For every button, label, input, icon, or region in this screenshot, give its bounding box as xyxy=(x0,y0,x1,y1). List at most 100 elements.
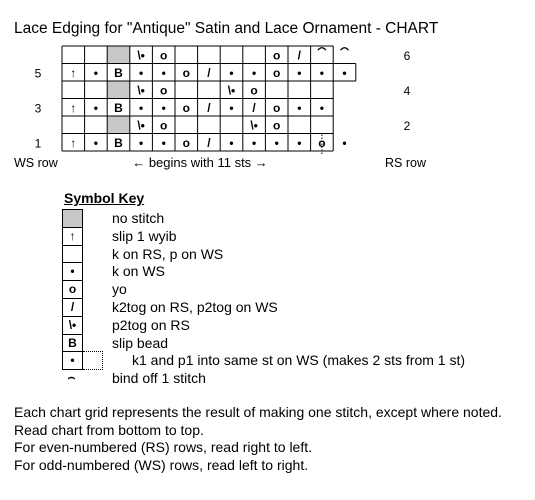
stitch-symbol: o xyxy=(160,83,167,97)
symbol-key-swatch: ↑ xyxy=(62,226,83,246)
symbol-key-label: p2tog on RS xyxy=(112,316,190,333)
stitch-symbol: • xyxy=(162,136,166,150)
stitch-symbol: • xyxy=(139,101,143,115)
bind-off-symbol xyxy=(339,47,350,51)
stitch-symbol: o xyxy=(183,101,190,115)
symbol-key-label: no stitch xyxy=(112,210,165,226)
chart-note: Each chart grid represents the result of… xyxy=(14,404,502,420)
symbol-key-item: no stitch xyxy=(62,209,522,228)
symbol-key-label: k on WS xyxy=(112,263,165,280)
ws-row-label: WS row xyxy=(14,156,59,170)
row-number: 3 xyxy=(35,101,42,115)
symbol-key-label: bind off 1 stitch xyxy=(112,370,206,387)
symbol-key-label: k1 and p1 into same st on WS (makes 2 st… xyxy=(132,352,466,369)
row-number: 6 xyxy=(404,49,411,63)
symbol-key-swatch: • xyxy=(62,262,83,282)
stitch-symbol: o xyxy=(160,118,167,132)
symbol-key-item: o yo xyxy=(62,280,522,300)
bind-off-symbol xyxy=(317,47,327,51)
no-stitch-cell xyxy=(107,116,130,134)
symbol-key-item: ↑ slip 1 wyib xyxy=(62,226,522,246)
stitch-symbol: / xyxy=(207,136,211,150)
stitch-symbol: • xyxy=(297,136,301,150)
row-number: 4 xyxy=(404,84,411,98)
stitch-symbol: \• xyxy=(137,48,145,62)
stitch-symbol: o xyxy=(273,101,280,115)
stitch-symbol: o xyxy=(250,83,257,97)
stitch-symbol: / xyxy=(252,101,256,115)
stitch-symbol: ↑ xyxy=(70,66,76,80)
stitch-symbol: • xyxy=(139,136,143,150)
stitch-symbol: • xyxy=(297,101,301,115)
symbol-key-item: k on RS, p on WS xyxy=(62,244,522,264)
symbol-key-swatch: \• xyxy=(62,315,83,335)
stitch-symbol: o xyxy=(318,136,325,150)
stitch-symbol: • xyxy=(320,66,324,80)
symbol-key-swatch: / xyxy=(62,298,83,317)
symbol-key-swatch: B xyxy=(62,333,83,353)
no-stitch-cell xyxy=(107,46,130,64)
symbol-key-swatch: ⌢ xyxy=(67,370,76,385)
symbol-key-item: • k on WS xyxy=(62,262,522,282)
symbol-key-item: ⌢ bind off 1 stitch xyxy=(62,369,522,387)
stitch-symbol: • xyxy=(94,136,98,150)
symbol-key-swatch: o xyxy=(62,280,83,300)
stitch-symbol: • xyxy=(229,66,233,80)
stitch-symbol: • xyxy=(94,101,98,115)
chart-note: Read chart from bottom to top. xyxy=(14,421,204,438)
stitch-symbol: o xyxy=(273,48,280,62)
row-number: 2 xyxy=(404,119,411,133)
stitch-symbol: / xyxy=(298,48,302,62)
stitch-symbol: • xyxy=(252,136,256,150)
rs-row-label: RS row xyxy=(385,156,427,170)
stitch-symbol: B xyxy=(114,66,123,80)
stitch-symbol: \• xyxy=(137,83,145,97)
stitch-symbol: o xyxy=(183,136,190,150)
stitch-symbol: ↑ xyxy=(70,101,76,115)
symbol-key-label: yo xyxy=(112,281,127,298)
row-number: 1 xyxy=(35,136,42,150)
stitch-symbol: o xyxy=(273,66,280,80)
stitch-symbol: • xyxy=(342,136,346,150)
stitch-symbol: o xyxy=(273,118,280,132)
stitch-symbol: \• xyxy=(137,118,145,132)
stitch-symbol: • xyxy=(297,66,301,80)
symbol-key-label: slip bead xyxy=(112,334,169,351)
symbol-key-swatch xyxy=(62,244,83,264)
symbol-key-label: k on RS, p on WS xyxy=(112,245,224,262)
stitch-symbol: o xyxy=(160,48,167,62)
stitch-symbol: / xyxy=(207,101,211,115)
stitch-symbol: B xyxy=(114,136,123,150)
stitch-symbol: ↑ xyxy=(70,136,76,150)
stitch-symbol: • xyxy=(94,66,98,80)
stitch-symbol: \• xyxy=(228,83,236,97)
stitch-symbol: • xyxy=(229,101,233,115)
begins-label: ← begins with 11 sts → xyxy=(132,155,268,170)
stitch-symbol: • xyxy=(252,66,256,80)
stitch-symbol: B xyxy=(114,101,123,115)
stitch-symbol: o xyxy=(183,66,190,80)
symbol-key-swatch xyxy=(62,209,83,228)
stitch-symbol: • xyxy=(320,101,324,115)
symbol-key-swatch-extra xyxy=(83,351,103,371)
symbol-key-swatch: • xyxy=(62,351,83,371)
symbol-key-title: Symbol Key xyxy=(64,190,145,206)
row-number: 5 xyxy=(35,66,42,80)
stitch-symbol: \• xyxy=(250,118,258,132)
stitch-symbol: • xyxy=(275,136,279,150)
symbol-key-item: \• p2tog on RS xyxy=(62,315,522,335)
stitch-symbol: / xyxy=(207,66,211,80)
stitch-symbol: • xyxy=(162,101,166,115)
stitch-symbol: • xyxy=(162,66,166,80)
chart-note: For even-numbered (RS) rows, read right … xyxy=(14,439,313,455)
symbol-key-item: • k1 and p1 into same st on WS (makes 2 s… xyxy=(62,351,522,371)
chart-note: For odd-numbered (WS) rows, read left to… xyxy=(14,456,309,473)
stitch-symbol: • xyxy=(342,66,346,80)
symbol-key-label: slip 1 wyib xyxy=(112,227,177,244)
no-stitch-cell xyxy=(107,81,130,99)
symbol-key-item: / k2tog on RS, p2tog on WS xyxy=(62,298,522,317)
symbol-key-label: k2tog on RS, p2tog on WS xyxy=(112,299,278,315)
stitch-symbol: • xyxy=(139,66,143,80)
